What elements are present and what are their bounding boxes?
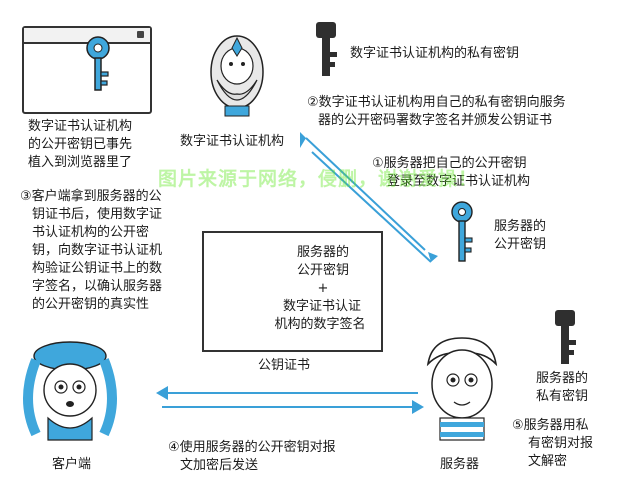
step2-line1: ②数字证书认证机构用自己的私有密钥向服务 bbox=[307, 95, 566, 110]
step5-line3: 文解密 bbox=[528, 454, 568, 469]
step3-line5: 构验证公钥证书上的数 bbox=[32, 261, 163, 276]
server-public-key-line2: 公开密钥 bbox=[494, 237, 547, 252]
server-private-key-icon bbox=[555, 310, 576, 364]
step3-line6: 字签名，以确认服务器 bbox=[32, 279, 163, 294]
cert-content-plus: + bbox=[317, 281, 329, 296]
cert-content-line4: 数字证书认证 bbox=[282, 299, 361, 314]
step4-line1: ④使用服务器的公开密钥对报 bbox=[168, 440, 336, 455]
server-figure-icon bbox=[426, 337, 498, 441]
arrow-ca-to-cert bbox=[300, 132, 438, 263]
server-label: 服务器 bbox=[440, 457, 480, 472]
cert-content-line1: 服务器的 bbox=[296, 245, 349, 260]
browser-window-icon bbox=[22, 26, 152, 114]
browser-note-line3: 植入到浏览器里了 bbox=[28, 155, 133, 170]
watermark-text: 图片来源于网络，侵删，谢谢爱操！ bbox=[158, 168, 479, 190]
step2-line2: 器的公开密码署数字签名并颁发公钥证书 bbox=[318, 113, 553, 128]
step4-line2: 文加密后发送 bbox=[180, 458, 259, 473]
arrow-client-server bbox=[156, 386, 424, 414]
server-public-key-line1: 服务器的 bbox=[494, 219, 547, 234]
server-private-key-line1: 服务器的 bbox=[536, 371, 589, 386]
browser-address-bar bbox=[24, 28, 150, 44]
client-figure-icon bbox=[23, 341, 117, 441]
cert-content-line5: 机构的数字签名 bbox=[274, 317, 366, 332]
cert-content-line2: 公开密钥 bbox=[296, 263, 349, 278]
browser-note-line2: 的公开密钥已事先 bbox=[28, 137, 133, 152]
step3-line7: 的公开密钥的真实性 bbox=[32, 297, 150, 312]
ca-name-label: 数字证书认证机构 bbox=[180, 134, 285, 149]
step3-line4: 钥，向数字证书认证机 bbox=[32, 243, 163, 258]
server-public-key-icon bbox=[451, 201, 473, 262]
server-private-key-line2: 私有密钥 bbox=[536, 389, 589, 404]
step5-line1: ⑤服务器用私 bbox=[512, 418, 589, 433]
step1-line2: 登录至数字证书认证机构 bbox=[387, 174, 531, 189]
browser-button-icon bbox=[137, 31, 144, 38]
client-label: 客户端 bbox=[52, 457, 92, 472]
certificate-box bbox=[202, 231, 383, 352]
step3-line3: 书认证机构的公开密 bbox=[32, 225, 150, 240]
step3-line1: ③客户端拿到服务器的公 bbox=[20, 189, 162, 204]
ca-private-key-label: 数字证书认证机构的私有密钥 bbox=[350, 46, 520, 61]
step5-line2: 有密钥对报 bbox=[528, 436, 594, 451]
browser-note-line1: 数字证书认证机构 bbox=[28, 119, 133, 134]
browser-blue-key-icon bbox=[86, 36, 110, 91]
ca-figure-icon bbox=[210, 35, 264, 117]
step1-line1: ①服务器把自己的公开密钥 bbox=[372, 156, 527, 171]
cert-title: 公钥证书 bbox=[258, 358, 311, 373]
ca-private-key-icon bbox=[316, 22, 337, 76]
step3-line2: 钥证书后，使用数字证 bbox=[32, 207, 163, 222]
